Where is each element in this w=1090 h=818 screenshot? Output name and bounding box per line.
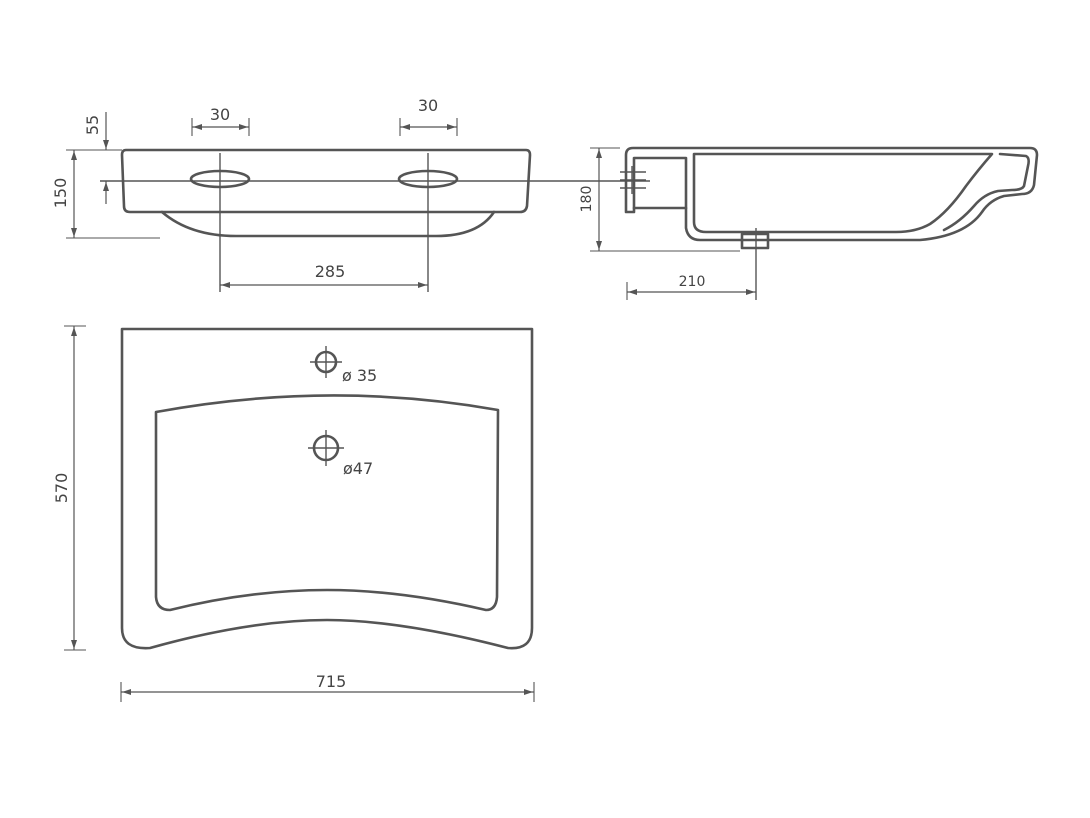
dim-total-height-label: 150 bbox=[51, 178, 70, 209]
side-view-bowl-interior bbox=[692, 152, 994, 234]
dim-drain-offset: 210 bbox=[626, 274, 756, 300]
side-view-drain-outlet bbox=[740, 232, 770, 250]
top-view-drain-hole bbox=[308, 430, 344, 466]
top-view-tap-hole-label: ø 35 bbox=[342, 366, 377, 385]
side-view-back-recess bbox=[632, 156, 688, 210]
dim-top-depth-label: 570 bbox=[52, 473, 71, 504]
dim-total-height: 150 bbox=[51, 149, 160, 239]
dim-top-width: 715 bbox=[120, 672, 535, 702]
dim-left-hole-width-label: 30 bbox=[210, 105, 230, 124]
side-view-wall-fixing bbox=[620, 166, 646, 194]
dim-side-height-label: 180 bbox=[579, 186, 595, 213]
top-view-basin-outline bbox=[120, 327, 534, 650]
dim-left-hole-width: 30 bbox=[191, 105, 250, 136]
top-view: ø 35 ø47 570 715 bbox=[52, 325, 535, 702]
dim-drain-offset-label: 210 bbox=[679, 274, 706, 290]
top-view-tap-hole bbox=[310, 346, 342, 378]
side-view-front-rim bbox=[942, 152, 1030, 232]
top-view-bowl bbox=[154, 394, 500, 612]
dim-top-width-label: 715 bbox=[316, 672, 347, 691]
side-view: 180 210 bbox=[579, 146, 1039, 300]
dim-top-offset-label: 55 bbox=[83, 115, 102, 135]
front-view-basin-outline bbox=[120, 148, 532, 214]
top-view-drain-hole-label: ø47 bbox=[343, 459, 373, 478]
side-view-wall-bracket bbox=[624, 146, 1039, 242]
front-view: 30 30 55 150 bbox=[51, 96, 650, 292]
front-view-bowl-underside bbox=[160, 210, 496, 238]
dim-hole-spacing: 285 bbox=[220, 262, 428, 288]
dim-top-depth: 570 bbox=[52, 325, 86, 651]
dim-right-hole-width: 30 bbox=[399, 96, 458, 136]
dim-side-height: 180 bbox=[579, 147, 740, 252]
dim-top-offset: 55 bbox=[83, 112, 122, 204]
dim-right-hole-width-label: 30 bbox=[418, 96, 438, 115]
dim-hole-spacing-label: 285 bbox=[315, 262, 346, 281]
